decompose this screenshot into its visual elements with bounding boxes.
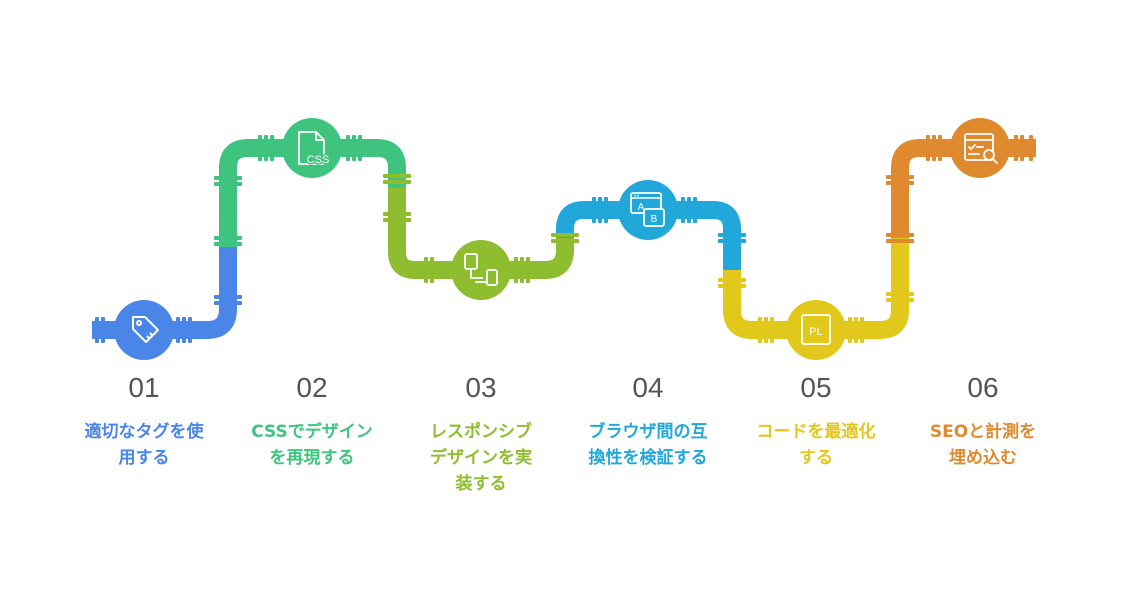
pipe-segment-06 xyxy=(891,139,1036,238)
step-number-03: 03 xyxy=(465,372,497,403)
step-node-01 xyxy=(114,300,174,360)
step-label-04: ブラウザ間の互 換性を検証する xyxy=(563,419,733,471)
code-icon-text: PL xyxy=(809,326,822,338)
step-label-01-line-1: 適切なタグを使 xyxy=(84,422,204,442)
step-label-05-line-1: コードを最適化 xyxy=(756,422,876,442)
step-node-04: A B xyxy=(618,180,678,240)
pipe-segment-01 xyxy=(92,247,237,339)
step-label-03-line-2: デザインを実 xyxy=(430,448,532,468)
step-label-03-line-1: レスポンシブ xyxy=(430,422,532,442)
step-label-05: コードを最適化 する xyxy=(731,419,901,471)
step-number-02: 02 xyxy=(296,372,328,403)
step-label-06: SEOと計測を 埋め込む xyxy=(898,419,1068,471)
step-label-04-line-1: ブラウザ間の互 xyxy=(588,422,708,442)
css-file-icon: CSS xyxy=(298,131,331,168)
step-label-03: レスポンシブ デザインを実 装する xyxy=(396,419,566,497)
step-node-05: PL xyxy=(786,300,846,360)
step-label-02-line-1: CSSでデザイン xyxy=(251,422,373,442)
step-node-03 xyxy=(451,240,511,300)
step-label-05-line-2: する xyxy=(799,448,833,468)
step-label-06-line-2: 埋め込む xyxy=(949,448,1017,468)
step-node-06 xyxy=(950,118,1010,178)
code-file-icon: PL xyxy=(801,314,831,345)
step-label-01: 適切なタグを使 用する xyxy=(59,419,229,471)
step-label-06-line-1: SEOと計測を xyxy=(929,422,1037,442)
step-number-06: 06 xyxy=(967,372,999,403)
ab-icon-text-b: B xyxy=(651,214,658,225)
css-icon-text: CSS xyxy=(307,154,330,166)
responsive-devices-icon xyxy=(464,253,498,286)
ab-icon-text-a: A xyxy=(638,202,645,213)
step-node-02: CSS xyxy=(282,118,342,178)
step-number-04: 04 xyxy=(632,372,664,403)
step-label-03-line-3: 装する xyxy=(455,474,507,494)
pipe-joints xyxy=(95,135,1033,343)
step-label-01-line-2: 用する xyxy=(118,448,170,468)
ab-test-icon: A B xyxy=(630,192,665,227)
step-label-02: CSSでデザイン を再現する xyxy=(227,419,397,471)
tag-icon xyxy=(132,316,159,343)
step-number-05: 05 xyxy=(800,372,832,403)
step-label-04-line-2: 換性を検証する xyxy=(588,448,708,468)
step-number-01: 01 xyxy=(128,372,160,403)
seo-search-icon xyxy=(964,133,998,164)
step-label-02-line-2: を再現する xyxy=(269,448,355,468)
